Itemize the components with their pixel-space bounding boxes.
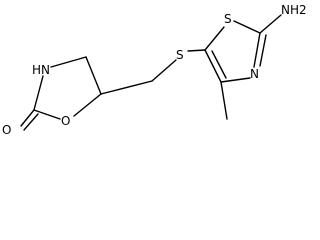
bond-c2-n3-a [253, 32, 261, 68]
bond-c5-s1 [204, 26, 225, 51]
atom-label-thioether-s: S [176, 48, 184, 62]
bond-c2-n3-b [259, 34, 267, 67]
thioether-linker [100, 49, 206, 95]
bond-nh-c4 [50, 56, 87, 68]
bond-s1-c2 [233, 20, 261, 34]
bond-s-thiazole [187, 49, 206, 52]
bond-o-c2 [33, 109, 61, 120]
atom-label-nh: HN [32, 63, 50, 77]
bond-ch2-s [151, 59, 177, 82]
bond-c4-c5 [85, 56, 102, 95]
oxazolidinone-ring [20, 56, 102, 131]
bond-c4-methyl [220, 81, 228, 120]
atom-label-thiazole-n: N [250, 67, 259, 81]
thiazole-ring [204, 14, 282, 120]
bond-c4-c5-b [211, 50, 227, 79]
bond-c2-nh2 [259, 14, 282, 34]
bond-c5-ch2 [100, 80, 153, 95]
bond-c2-carbonyl-2 [23, 113, 39, 131]
bond-n3-c4 [220, 77, 251, 83]
molecule-structure: NH2 S N S HN O O [2, 3, 307, 137]
atom-label-carbonyl-oxygen: O [2, 123, 11, 137]
bond-c2-carbonyl-1 [20, 109, 35, 127]
bond-c5-o [73, 93, 102, 117]
atom-label-thiazole-s: S [224, 12, 232, 26]
atom-label-nh2: NH2 [281, 3, 307, 17]
atom-label-ring-oxygen: O [61, 114, 70, 128]
bond-c4-c5-a [204, 49, 222, 83]
bond-c2-nh [33, 75, 44, 111]
